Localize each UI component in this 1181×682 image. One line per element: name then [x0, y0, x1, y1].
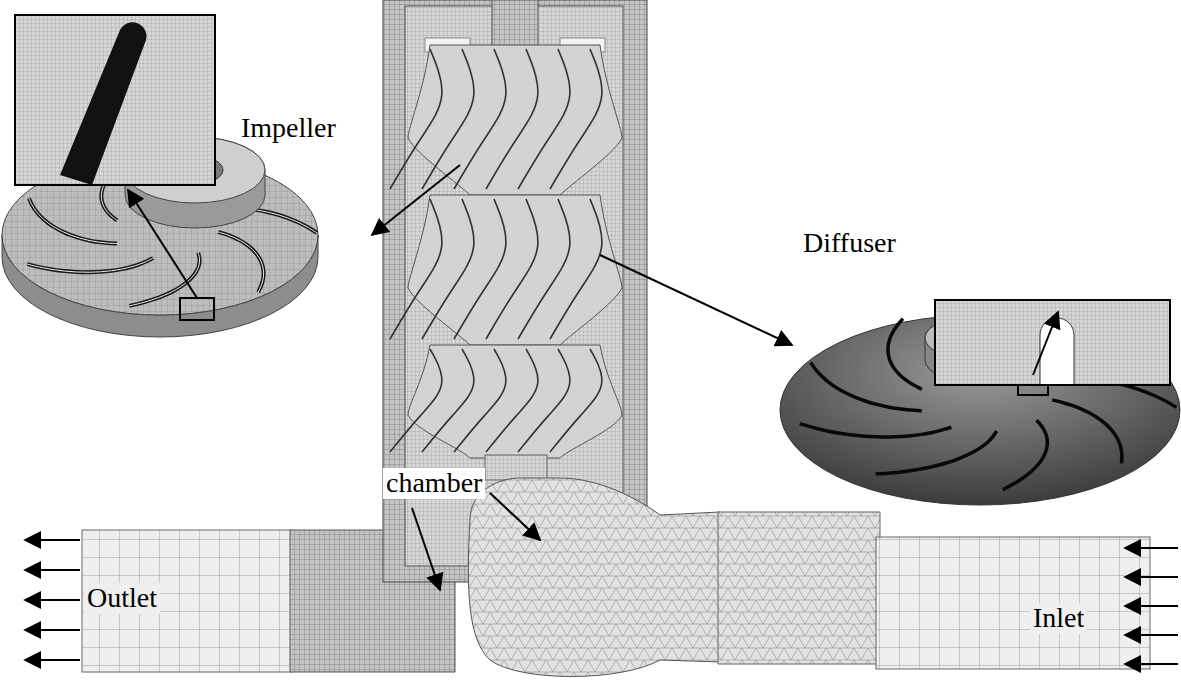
part-label: Outlet [84, 583, 160, 614]
impeller-blade [27, 258, 153, 272]
stage-body [408, 45, 622, 195]
neck [485, 455, 547, 480]
part-label: Inlet [1030, 603, 1087, 634]
stage-body [408, 195, 622, 345]
outlet-pipe [82, 530, 292, 672]
part-label: Diffuser [800, 228, 899, 259]
flow-arrows [25, 540, 1178, 664]
diffuser-vane [811, 362, 922, 410]
diffuser-vane [1052, 400, 1122, 463]
blade-line [550, 49, 602, 189]
inlet-transition [718, 512, 880, 664]
diffuser-mesh-inset [935, 300, 1170, 385]
diffuser-vane [1003, 420, 1048, 489]
blade-line [550, 349, 602, 452]
suction-chamber [468, 478, 720, 677]
leader-arrows [128, 165, 1058, 590]
diffuser-vane [800, 424, 952, 437]
blade-highlight [27, 258, 153, 272]
part-label: chamber [383, 468, 485, 499]
blade-line [550, 199, 602, 339]
inlet-pipe [876, 537, 1150, 669]
impeller-blade [218, 232, 263, 292]
pump-stages [390, 45, 622, 458]
impeller-mesh-inset [15, 15, 215, 185]
stage-body [408, 345, 622, 458]
shaft-passage [492, 0, 538, 50]
diffuser-vane [888, 319, 922, 390]
part-label: Impeller [238, 113, 339, 144]
blade-highlight [218, 232, 263, 292]
